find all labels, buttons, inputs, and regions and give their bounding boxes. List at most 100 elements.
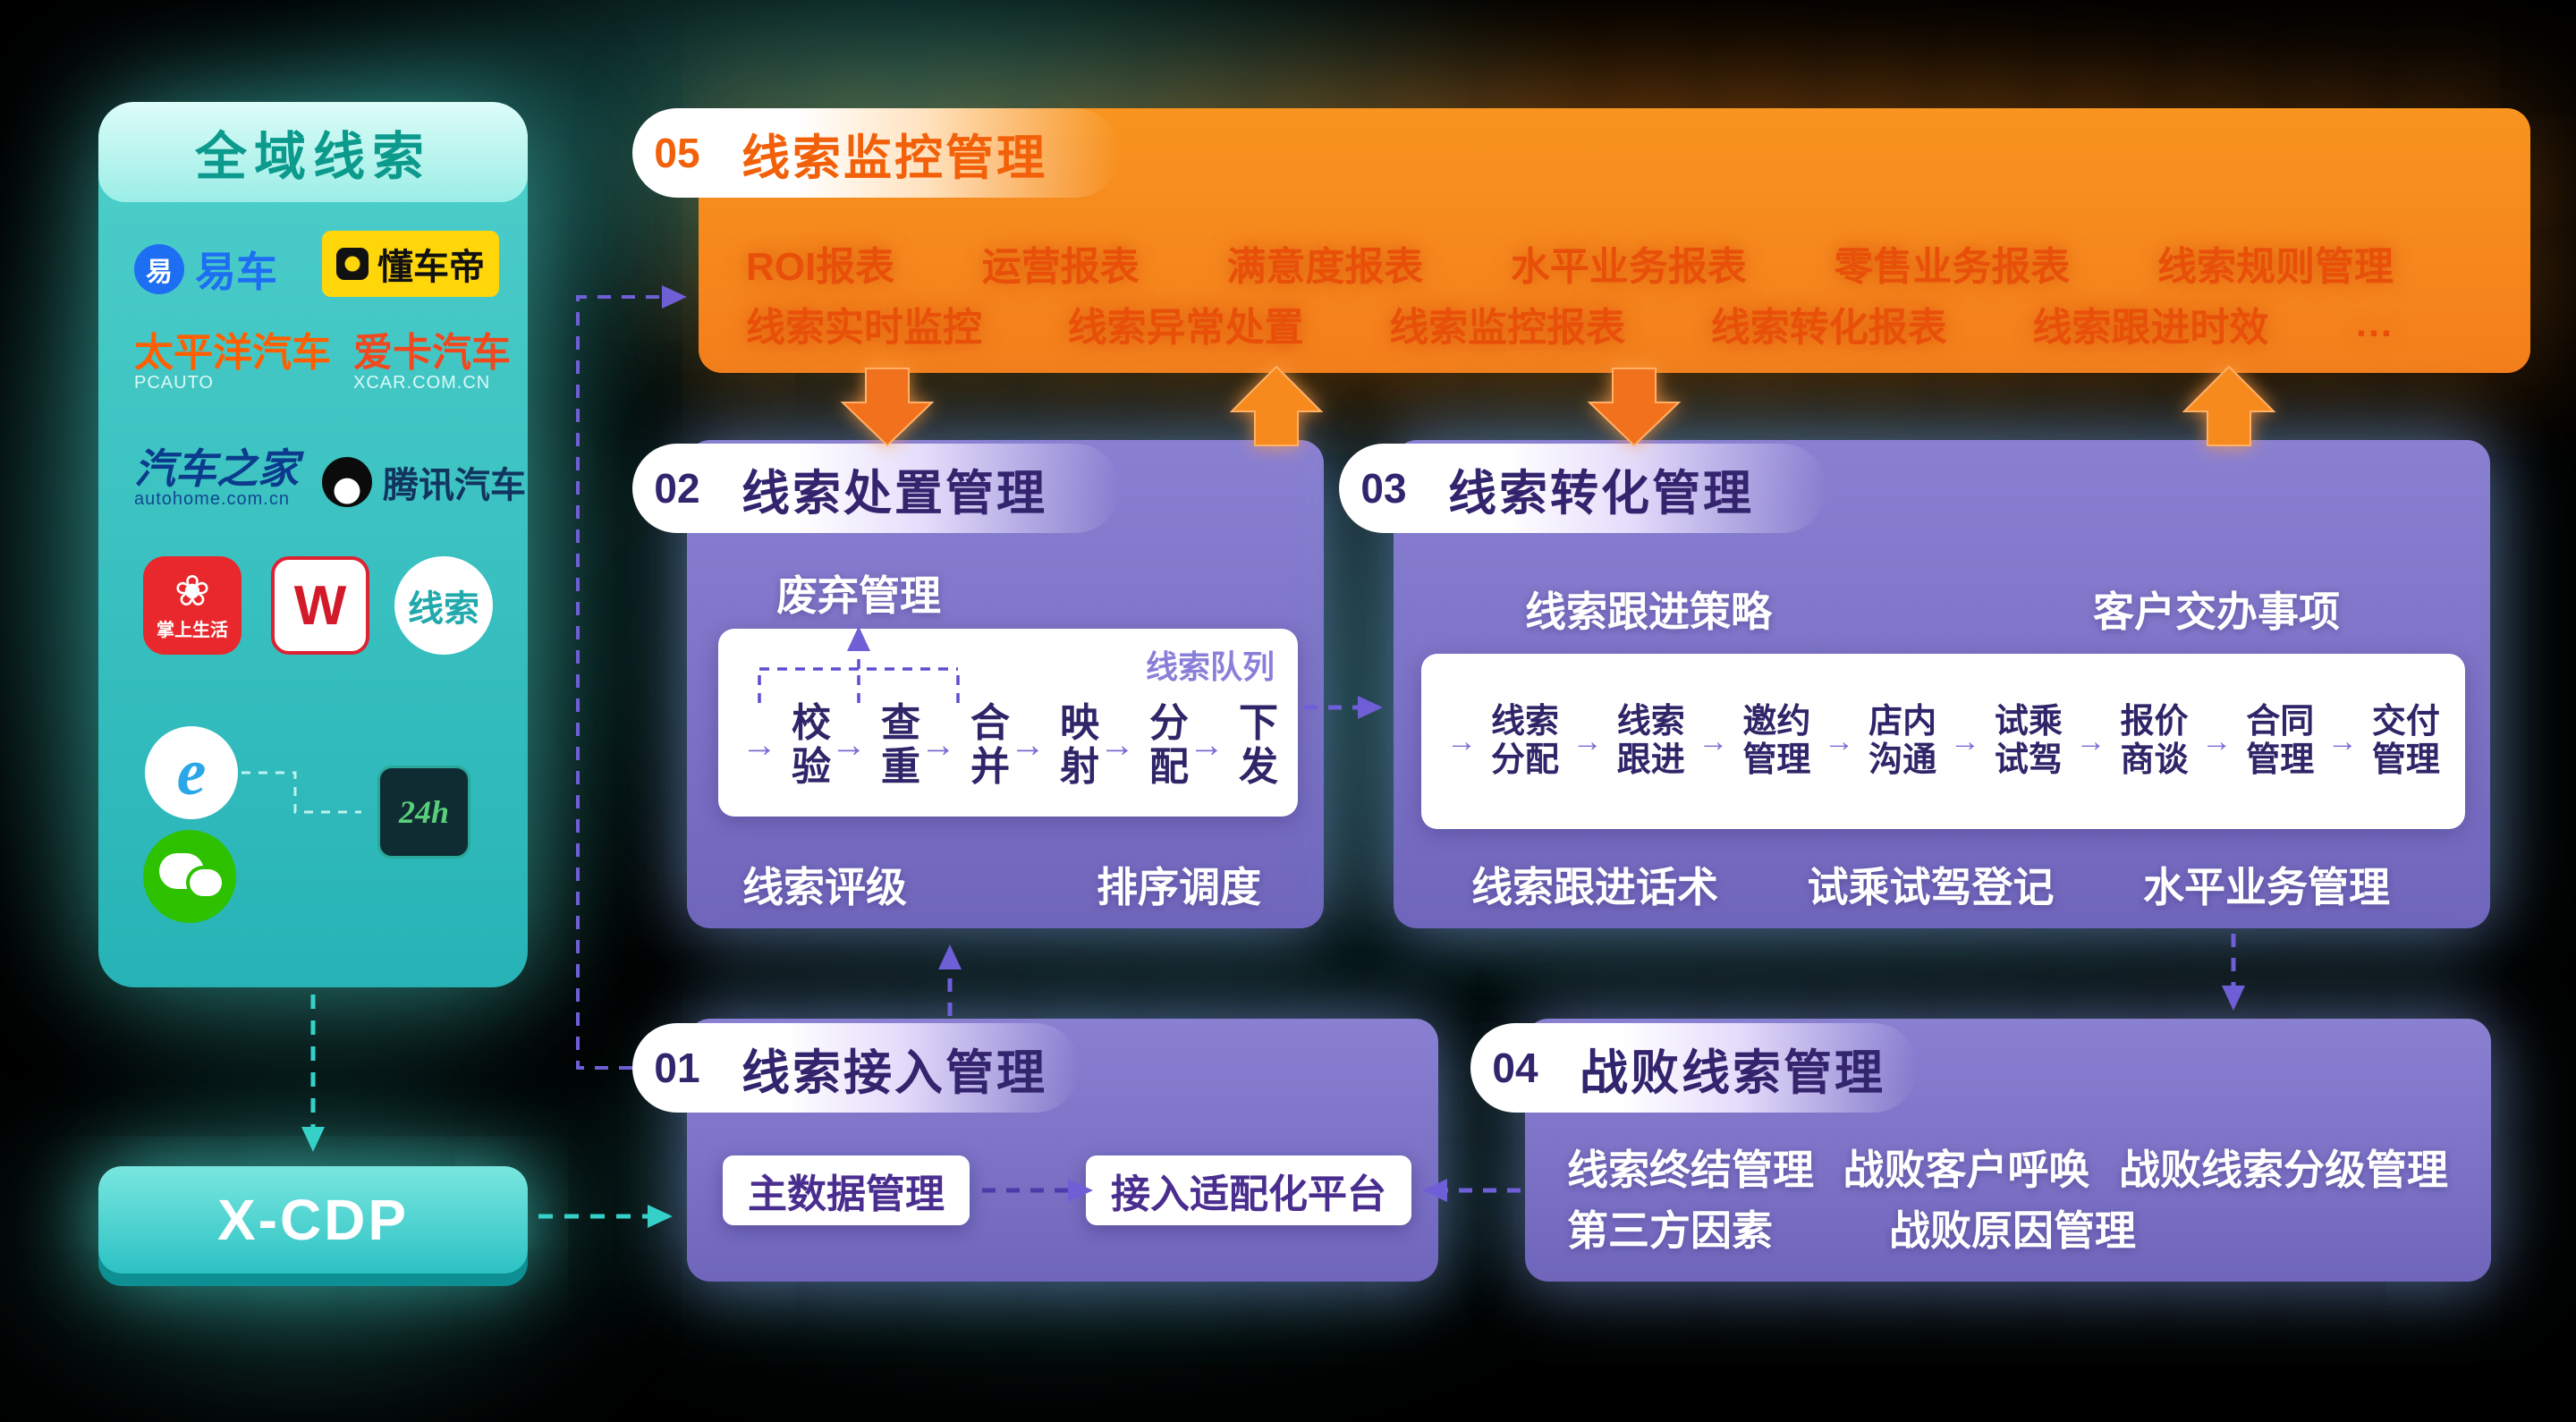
box04-title-pill: 04 战败线索管理 [1470,1023,1918,1113]
monitor-report-item: 线索规则管理 [2157,245,2394,289]
monitor-report-item: 线索实时监控 [746,306,982,350]
box04-label: 第三方因素 [1567,1207,1773,1254]
monitor-report-item: … [2353,301,2394,345]
orange-arrow-up-right [2182,365,2276,446]
arrow-right-icon: → [1698,724,1729,758]
box05-number: 05 [640,115,715,190]
box03-title-pill: 03 线索转化管理 [1339,444,1826,533]
lead-queue-label: 线索队列 [1145,648,1275,685]
monitor-report-row-2: 线索实时监控线索异常处置线索监控报表线索转化报表线索跟进时效… [746,299,2394,350]
logo-w-app: W [271,556,369,655]
conversion-step: → 报价商谈 [2075,703,2189,779]
arrow-right-icon: → [920,724,956,765]
arrow-right-icon: → [2201,724,2233,758]
arrow-right-icon: → [2075,724,2106,758]
yiche-icon: 易 [134,244,184,294]
monitor-report-row-1: ROI报表运营报表满意度报表水平业务报表零售业务报表线索规则管理 [746,238,2394,289]
monitor-report-item: 零售业务报表 [1834,245,2071,289]
logo-xcar: 爱卡汽车 XCAR.COM.CN [353,332,511,394]
box02-bottom-labels: 线索评级排序调度 [742,855,1261,914]
box04-label: 线索终结管理 [1567,1147,1814,1193]
monitor-report-item: 水平业务报表 [1510,245,1747,289]
conversion-step: → 合同管理 [2201,703,2315,779]
logo-yiche: 易 易车 [134,240,277,299]
logo-tencent-auto: 腾讯汽车 [322,456,526,508]
lead-queue-box: 线索队列 → 校验 → 查重 → 合并 → [718,629,1298,817]
lead-queue-steps: → 校验 → 查重 → 合并 → 映射 [741,688,1278,802]
dongchedi-label: 懂车帝 [377,248,485,287]
wechat-bubble-small [190,869,222,896]
arrow-right-icon: → [1189,724,1224,765]
conversion-step: → 试乘试驾 [1949,703,2063,779]
clue-label: 线索 [408,589,479,629]
xcdp-block: X-CDP [98,1166,528,1274]
arrow-right-icon: → [831,724,867,765]
conversion-step: → 店内沟通 [1824,703,1937,779]
conversion-steps-box: → 线索分配 → 线索跟进 → 邀约管理 → 店内沟通 [1421,654,2465,829]
queue-step: → 合并 [920,700,1010,789]
box01-number: 01 [640,1030,715,1105]
box04-label: 战败客户呼唤 [1843,1147,2090,1193]
box01-title: 线索接入管理 [741,1045,1047,1100]
xcar-sub: XCAR.COM.CN [353,373,491,394]
h24-label: 24h [398,794,450,830]
logo-dongchedi: 懂车帝 [322,231,499,297]
monitor-report-item: 线索转化报表 [1710,306,1947,350]
monitor-report-item: 线索异常处置 [1067,306,1304,350]
omni-lead-panel: 全域线索 易 易车 懂车帝 太平洋汽车 PCAUTO 爱卡汽车 XCAR.COM… [98,102,528,987]
arrow-right-icon: → [1010,724,1046,765]
logo-zhangshang-shenghuo: ❀ 掌上生活 [143,556,242,655]
logo-autohome: 汽车之家 autohome.com.cn [134,447,299,509]
monitor-report-item: 满意度报表 [1226,245,1424,289]
service-24h-icon: 24h [377,766,470,859]
panel-title: 全域线索 [98,102,528,202]
box03-bottom-label: 试乘试驾登记 [1807,864,2055,910]
box03-bottom-label: 水平业务管理 [2143,864,2390,910]
box03-bottom-labels: 线索跟进话术 试乘试驾登记 水平业务管理 [1471,855,2390,914]
box04-row-1: 线索终结管理战败客户呼唤战败线索分级管理 [1567,1138,2448,1197]
wechat-icon [143,830,236,923]
box02-bottom-label: 排序调度 [1097,864,1261,910]
box02-title: 线索处置管理 [741,466,1047,521]
w-label: W [293,574,347,637]
box04-label: 战败原因管理 [1889,1207,2136,1254]
box05-title-pill: 05 线索监控管理 [632,108,1120,198]
queue-step: → 下发 [1189,700,1278,789]
dongchedi-icon [336,248,369,280]
arrow-right-icon: → [2326,724,2358,758]
logo-clue-circle: 线索 [394,556,493,655]
pcauto-sub: PCAUTO [134,373,214,394]
autohome-label: 汽车之家 [134,445,299,492]
flower-icon: ❀ [174,567,211,615]
box02-number: 02 [640,451,715,526]
monitor-report-item: 线索跟进时效 [2032,306,2269,350]
box04-title: 战败线索管理 [1580,1045,1885,1100]
monitor-report-item: 运营报表 [981,245,1140,289]
box03-top-labels: 线索跟进策略客户交办事项 [1525,580,2340,639]
ie-browser-icon: e [145,726,238,819]
box03-number: 03 [1346,451,1421,526]
autohome-sub: autohome.com.cn [134,489,290,510]
box03-top-label: 线索跟进策略 [1525,588,1772,635]
conversion-step: → 交付管理 [2326,703,2440,779]
box03-bottom-label: 线索跟进话术 [1471,864,1718,910]
conversion-step: → 邀约管理 [1698,703,1811,779]
queue-step: → 映射 [1010,700,1099,789]
box04-row-2: 第三方因素 战败原因管理 [1567,1198,2448,1257]
abandon-management-label: 废弃管理 [776,572,941,619]
queue-step: → 分配 [1099,700,1189,789]
logo-pcauto: 太平洋汽车 PCAUTO [134,332,331,394]
arrow-right-icon: → [1446,724,1477,758]
yiche-label: 易车 [195,249,277,295]
arrow-right-icon: → [741,724,777,765]
arrow-right-icon: → [1099,724,1135,765]
arrow-right-icon: → [1824,724,1855,758]
conversion-step: → 线索分配 [1446,703,1560,779]
arrow-right-icon: → [1949,724,1980,758]
orange-flow-arrows [840,365,2276,447]
box04-label: 战败线索分级管理 [2119,1147,2448,1193]
orange-arrow-down-right [1587,368,1682,447]
conversion-step: → 线索跟进 [1572,703,1685,779]
queue-step: → 查重 [831,700,920,789]
